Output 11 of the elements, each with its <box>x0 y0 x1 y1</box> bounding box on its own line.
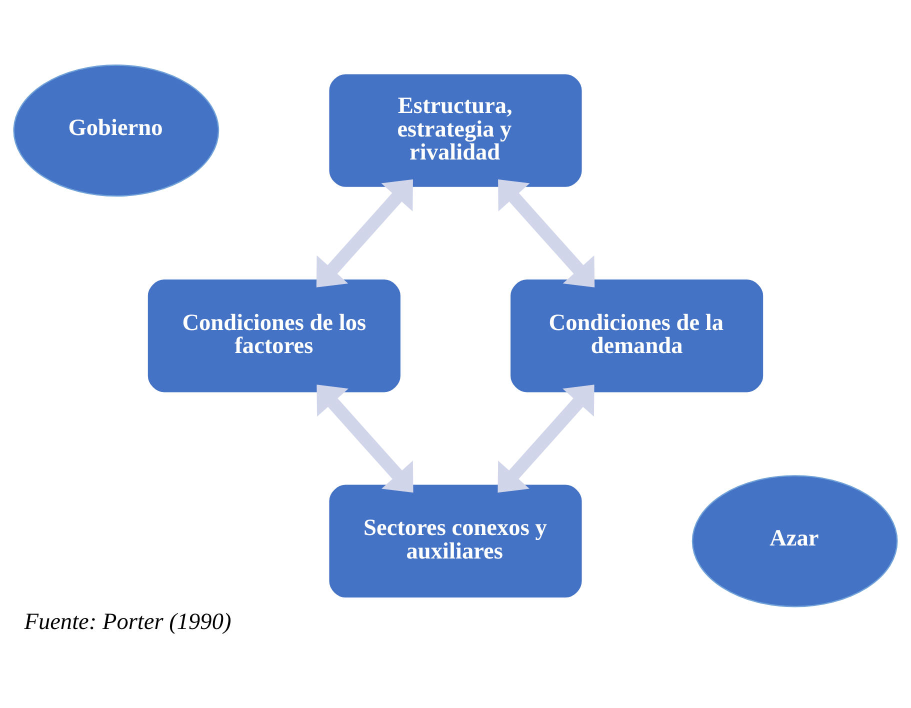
arrow <box>316 384 414 493</box>
caption: Fuente: Porter (1990) <box>24 609 232 636</box>
arrow <box>498 179 595 288</box>
node-box: Condiciones de los factores <box>148 280 400 392</box>
arrow <box>316 179 413 288</box>
node-ellipse: Gobierno <box>13 64 220 197</box>
node-box: Sectores conexos y auxiliares <box>329 484 582 598</box>
arrow <box>498 384 594 493</box>
node-ellipse: Azar <box>692 475 898 608</box>
node-box: Estructura, estrategia y rivalidad <box>329 74 582 187</box>
node-box: Condiciones de la demanda <box>510 280 764 392</box>
